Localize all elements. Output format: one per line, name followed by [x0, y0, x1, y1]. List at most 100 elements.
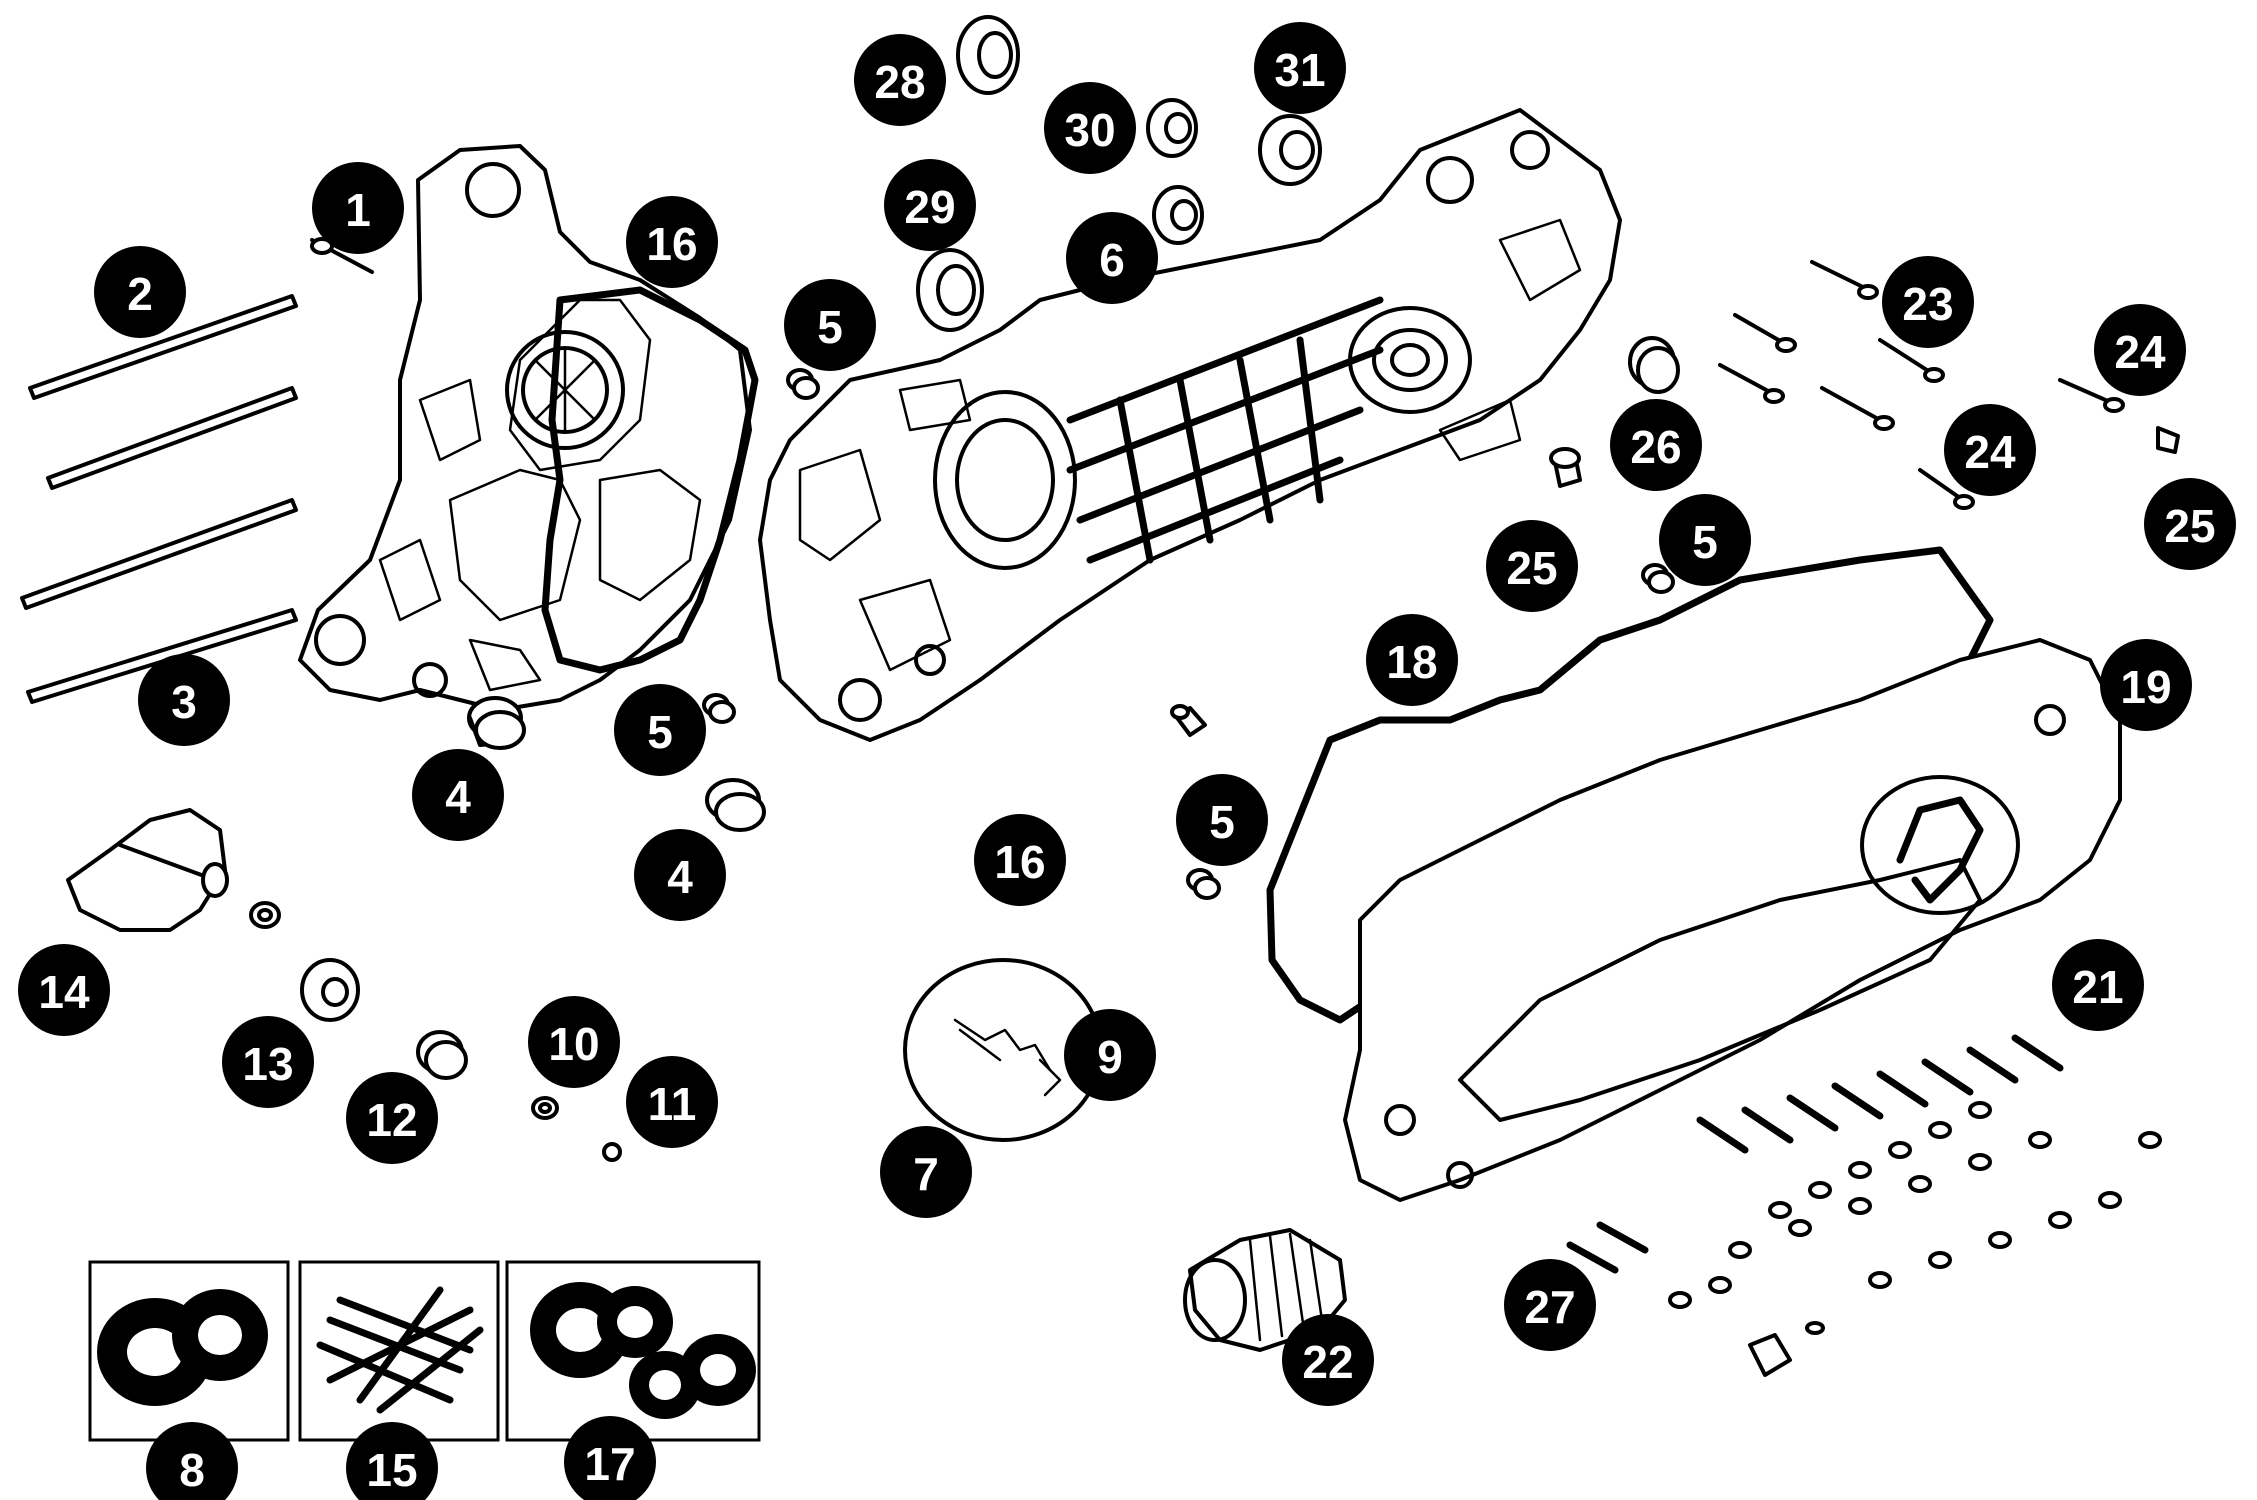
bolt — [1733, 313, 1797, 353]
callout-badge — [1486, 520, 1578, 612]
callout-19: 19 — [2100, 639, 2192, 731]
stud — [20, 498, 298, 610]
callout-14: 14 — [18, 944, 110, 1036]
callout-number: 5 — [817, 301, 843, 353]
callout-number: 26 — [1630, 421, 1681, 473]
callout-11: 11 — [626, 1056, 718, 1148]
callout-24: 24 — [1944, 404, 2036, 496]
bolt — [1718, 363, 1785, 404]
callout-30: 30 — [1044, 82, 1136, 174]
clip — [531, 1096, 559, 1120]
bearing — [956, 15, 1020, 95]
callout-badge — [1659, 494, 1751, 586]
callout-number: 3 — [171, 676, 197, 728]
kickstart-gear — [66, 808, 229, 932]
callout-number: 28 — [874, 56, 925, 108]
callout-badge — [2144, 478, 2236, 570]
seal-kit-box-2 — [505, 1260, 761, 1442]
stud-set-left — [20, 294, 298, 704]
callout-number: 30 — [1064, 104, 1115, 156]
callout-10: 10 — [528, 996, 620, 1088]
callout-5: 5 — [614, 684, 706, 776]
callout-badge — [2052, 939, 2144, 1031]
callout-badge — [880, 1126, 972, 1218]
bushing-26 — [1628, 336, 1680, 394]
callout-badge — [312, 162, 404, 254]
callout-badge — [1064, 1009, 1156, 1101]
left-crankcase-half — [298, 144, 759, 712]
callout-badge — [974, 814, 1066, 906]
callout-badge — [1066, 212, 1158, 304]
callout-number: 21 — [2072, 961, 2123, 1013]
bushing — [467, 696, 526, 750]
bearing — [1146, 98, 1198, 158]
callout-number: 16 — [646, 218, 697, 270]
callout-number: 5 — [647, 706, 673, 758]
callout-badge — [412, 749, 504, 841]
callout-number: 19 — [2120, 661, 2171, 713]
right-crankcase-half — [758, 108, 1622, 742]
callout-26: 26 — [1610, 399, 1702, 491]
callout-18: 18 — [1366, 614, 1458, 706]
bearing — [1258, 114, 1322, 186]
bolt — [1878, 338, 1945, 383]
plug — [1549, 447, 1582, 488]
callout-22: 22 — [1282, 1314, 1374, 1406]
callout-number: 10 — [548, 1018, 599, 1070]
bolt — [1810, 260, 1879, 300]
callout-number: 24 — [2114, 326, 2166, 378]
callout-9: 9 — [1064, 1009, 1156, 1101]
callout-21: 21 — [2052, 939, 2144, 1031]
callout-badge — [146, 1422, 238, 1500]
callout-badge — [1282, 1314, 1374, 1406]
callout-number: 1 — [345, 184, 371, 236]
callout-5: 5 — [1176, 774, 1268, 866]
callout-4: 4 — [412, 749, 504, 841]
callout-badge — [1366, 614, 1458, 706]
bushing — [705, 778, 766, 832]
callout-6: 6 — [1066, 212, 1158, 304]
callout-number: 4 — [445, 771, 471, 823]
callout-16: 16 — [974, 814, 1066, 906]
dowel — [786, 368, 820, 400]
callout-8: 8 — [146, 1422, 238, 1500]
bolt — [2058, 378, 2125, 413]
callout-number: 17 — [584, 1438, 635, 1490]
callout-badge — [346, 1072, 438, 1164]
callout-number: 8 — [179, 1444, 205, 1496]
callout-16: 16 — [626, 196, 718, 288]
dowel — [1186, 868, 1221, 900]
callout-number: 11 — [648, 1078, 697, 1130]
callout-badge — [564, 1416, 656, 1500]
stud — [46, 386, 298, 490]
callout-badge — [884, 159, 976, 251]
callout-number: 13 — [242, 1038, 293, 1090]
callout-badge — [1882, 256, 1974, 348]
callout-badge — [346, 1422, 438, 1500]
callout-25: 25 — [2144, 478, 2236, 570]
callout-number: 25 — [1506, 542, 1557, 594]
callout-17: 17 — [564, 1416, 656, 1500]
callout-number: 4 — [667, 851, 693, 903]
bolt — [1820, 386, 1895, 431]
callout-badge — [528, 996, 620, 1088]
callout-number: 15 — [366, 1444, 417, 1496]
transmission-cover — [1343, 638, 2122, 1202]
callout-24: 24 — [2094, 304, 2186, 396]
callout-number: 31 — [1274, 44, 1325, 96]
callout-25: 25 — [1486, 520, 1578, 612]
callout-1: 1 — [312, 162, 404, 254]
callout-number: 22 — [1302, 1336, 1353, 1388]
callout-4: 4 — [634, 829, 726, 921]
callout-5: 5 — [784, 279, 876, 371]
bearing — [1152, 185, 1204, 245]
callout-badge — [1504, 1259, 1596, 1351]
drive-disc — [300, 958, 360, 1022]
dowel — [1641, 563, 1675, 594]
callout-number: 12 — [366, 1094, 417, 1146]
callout-29: 29 — [884, 159, 976, 251]
callout-13: 13 — [222, 1016, 314, 1108]
bolt — [1918, 468, 1975, 510]
seal-kit-box — [88, 1260, 290, 1442]
